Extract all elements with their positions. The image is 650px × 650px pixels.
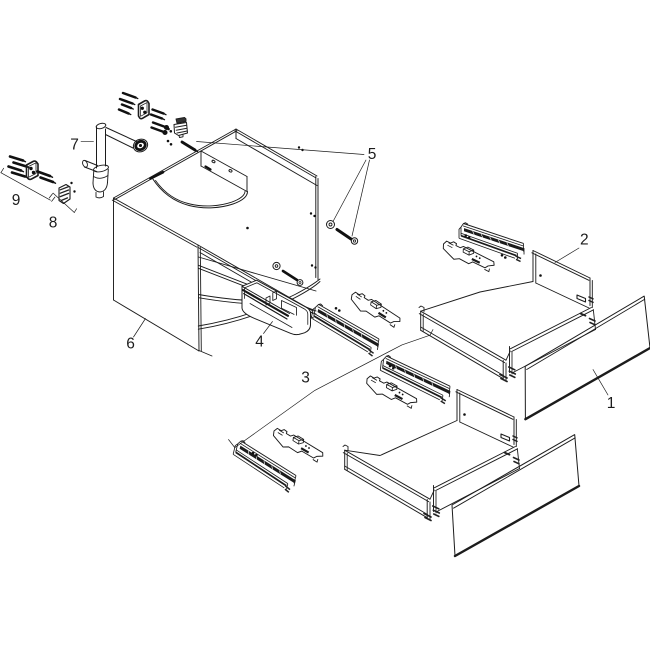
svg-text:4: 4 <box>255 334 264 351</box>
svg-text:6: 6 <box>126 336 135 353</box>
svg-text:5: 5 <box>368 146 377 163</box>
svg-text:2: 2 <box>580 232 589 249</box>
svg-text:1: 1 <box>607 395 616 412</box>
svg-text:9: 9 <box>12 192 21 209</box>
svg-text:7: 7 <box>70 137 79 154</box>
svg-text:8: 8 <box>49 215 58 232</box>
svg-text:3: 3 <box>301 370 310 387</box>
